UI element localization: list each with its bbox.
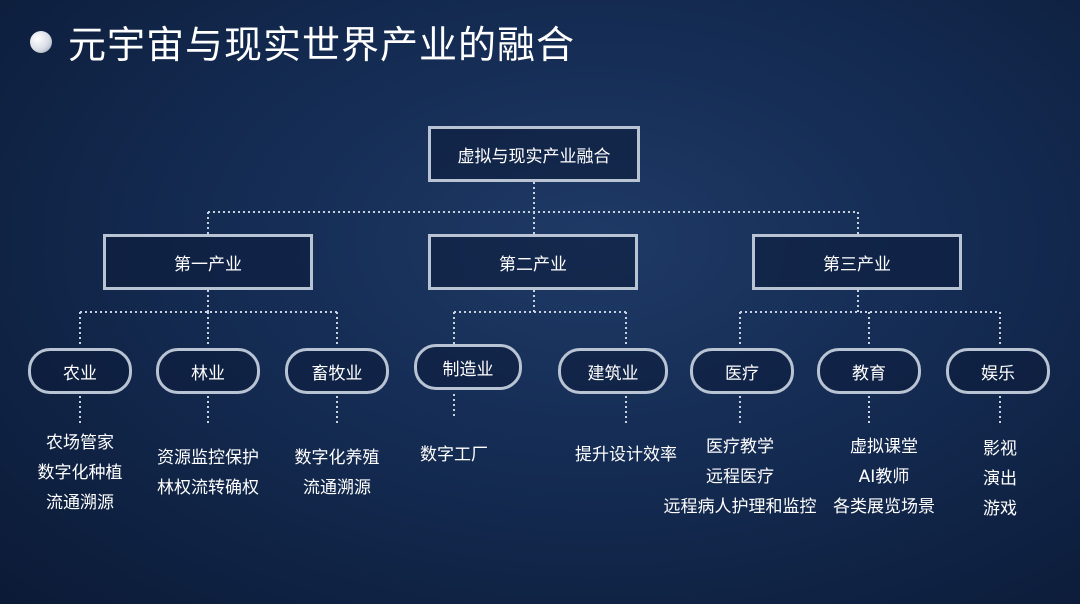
sector-item: 资源监控保护 — [157, 448, 259, 468]
sector-items-entertainment: 影视 演出 游戏 — [960, 434, 1040, 524]
sector-node-husbandry: 畜牧业 — [285, 348, 389, 394]
sector-item: 数字化种植 — [37, 463, 123, 483]
sector-node-education: 教育 — [817, 348, 921, 394]
sector-item: AI教师 — [858, 467, 910, 487]
sector-item: 数字工厂 — [420, 445, 488, 465]
sector-item: 演出 — [983, 469, 1017, 489]
sector-item: 各类展览场景 — [833, 497, 935, 517]
sector-item: 远程病人护理和监控 — [663, 497, 817, 517]
sector-item: 影视 — [983, 439, 1017, 459]
industry-node-primary: 第一产业 — [103, 234, 313, 290]
industry-node-tertiary: 第三产业 — [752, 234, 962, 290]
sector-node-construction: 建筑业 — [558, 348, 668, 394]
sector-item: 提升设计效率 — [575, 445, 677, 465]
sector-items-medical: 医疗教学 远程医疗 远程病人护理和监控 — [640, 432, 840, 522]
sector-item: 远程医疗 — [706, 467, 774, 487]
sector-items-agriculture: 农场管家 数字化种植 流通溯源 — [20, 428, 140, 518]
sector-node-medical: 医疗 — [690, 348, 794, 394]
sector-item: 游戏 — [983, 499, 1017, 519]
sector-item: 流通溯源 — [303, 478, 371, 498]
sector-item: 林权流转确权 — [157, 478, 259, 498]
sector-item: 农场管家 — [46, 433, 114, 453]
sector-item: 流通溯源 — [46, 493, 114, 513]
industry-node-secondary: 第二产业 — [428, 234, 638, 290]
root-node: 虚拟与现实产业融合 — [428, 126, 640, 182]
sector-node-forestry: 林业 — [156, 348, 260, 394]
title-row: 元宇宙与现实世界产业的融合 — [30, 14, 575, 69]
sector-items-manufacturing: 数字工厂 — [404, 440, 504, 470]
sector-item: 数字化养殖 — [294, 448, 380, 468]
sector-node-entertainment: 娱乐 — [946, 348, 1050, 394]
sector-items-construction: 提升设计效率 — [546, 440, 706, 470]
sector-item: 医疗教学 — [706, 437, 774, 457]
page-title: 元宇宙与现实世界产业的融合 — [68, 23, 576, 67]
sector-node-agriculture: 农业 — [28, 348, 132, 394]
sector-items-forestry: 资源监控保护 林权流转确权 — [138, 443, 278, 503]
sector-node-manufacturing: 制造业 — [414, 344, 522, 390]
sector-items-husbandry: 数字化养殖 流通溯源 — [277, 443, 397, 503]
bullet-icon — [30, 30, 52, 53]
sector-item: 虚拟课堂 — [850, 437, 918, 457]
sector-items-education: 虚拟课堂 AI教师 各类展览场景 — [814, 432, 954, 522]
